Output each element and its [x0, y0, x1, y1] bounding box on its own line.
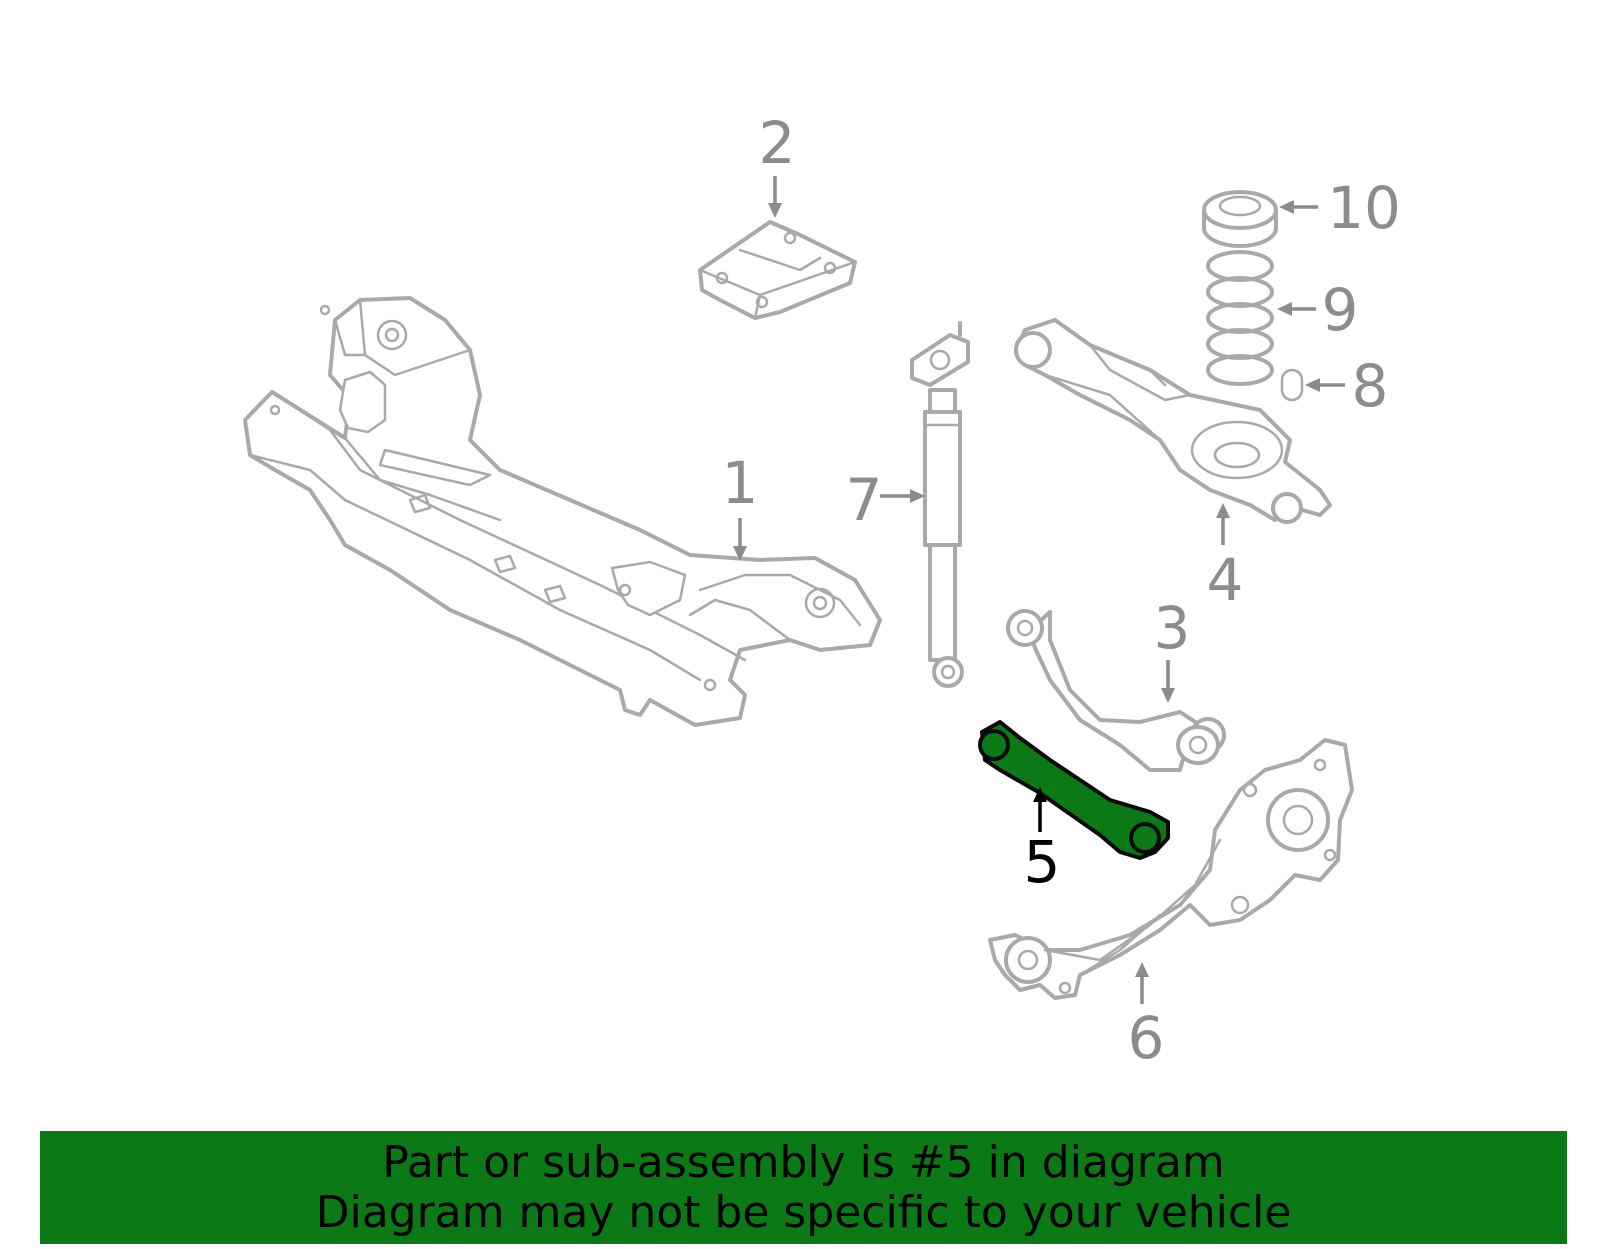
part-1-subframe[interactable] — [243, 296, 882, 727]
callout-7-label: 7 — [846, 466, 883, 534]
callout-2-label: 2 — [759, 109, 796, 177]
callout-6-label: 6 — [1128, 1004, 1165, 1072]
callout-7: 7 — [846, 466, 925, 534]
part-6-trailing-arm-knuckle[interactable] — [988, 738, 1354, 1000]
banner-line-2: Diagram may not be specific to your vehi… — [315, 1186, 1292, 1238]
callout-5: 5 — [1024, 787, 1061, 896]
callout-1: 1 — [722, 449, 759, 561]
part-2-bracket[interactable] — [698, 220, 857, 320]
banner-line-1: Part or sub-assembly is #5 in diagram — [382, 1136, 1225, 1188]
callout-9-label: 9 — [1322, 276, 1359, 344]
callout-6: 6 — [1128, 962, 1165, 1072]
callout-3: 3 — [1154, 594, 1191, 703]
part-4-lower-arm[interactable] — [1014, 318, 1332, 524]
part-3-upper-arm[interactable] — [1006, 609, 1226, 772]
callout-1-label: 1 — [722, 449, 759, 517]
callout-8-label: 8 — [1352, 352, 1389, 420]
info-banner: Part or sub-assembly is #5 in diagram Di… — [40, 1131, 1567, 1244]
callout-10: 10 — [1279, 174, 1401, 242]
part-9-coil-spring[interactable] — [1206, 250, 1274, 386]
callout-9: 9 — [1277, 276, 1358, 344]
callout-5-label: 5 — [1024, 828, 1061, 896]
callout-2: 2 — [759, 109, 796, 218]
part-8-insulator[interactable] — [1280, 368, 1304, 402]
callout-4: 4 — [1207, 503, 1244, 614]
callout-10-label: 10 — [1327, 174, 1401, 242]
part-5-lateral-link[interactable] — [978, 720, 1170, 860]
callout-3-label: 3 — [1154, 594, 1191, 662]
part-10-spring-seat[interactable] — [1202, 190, 1278, 248]
callout-8: 8 — [1305, 352, 1388, 420]
callout-4-label: 4 — [1207, 546, 1244, 614]
part-7-shock-absorber[interactable] — [910, 321, 970, 688]
